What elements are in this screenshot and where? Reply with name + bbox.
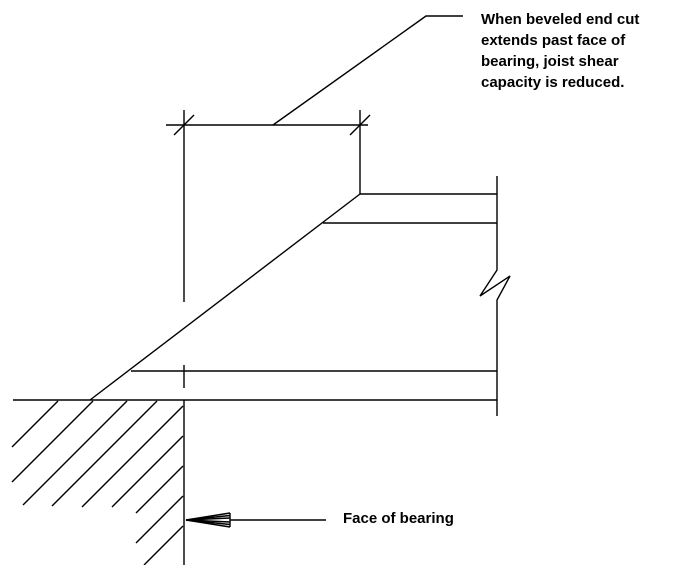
bearing-support <box>11 399 497 565</box>
face-of-bearing-label: Face of bearing <box>343 510 454 527</box>
beveled-end-cut <box>89 193 361 401</box>
callout-line-2: extends past face of <box>481 32 626 49</box>
leader-line <box>272 15 463 126</box>
callout-note: When beveled end cut extends past face o… <box>481 9 693 93</box>
dimension-tick-right <box>349 114 371 136</box>
face-of-bearing-arrow <box>185 512 326 528</box>
callout-leader <box>272 15 463 126</box>
joist-break-line <box>479 176 511 416</box>
dimension-tick-left <box>173 114 195 136</box>
support-hatching <box>11 400 184 565</box>
callout-line-3: bearing, joist shear <box>481 53 619 70</box>
bevel-extent-dimension <box>166 110 371 388</box>
callout-line-1: When beveled end cut <box>481 11 640 28</box>
joist <box>89 176 511 416</box>
callout-line-4: capacity is reduced. <box>481 74 625 91</box>
